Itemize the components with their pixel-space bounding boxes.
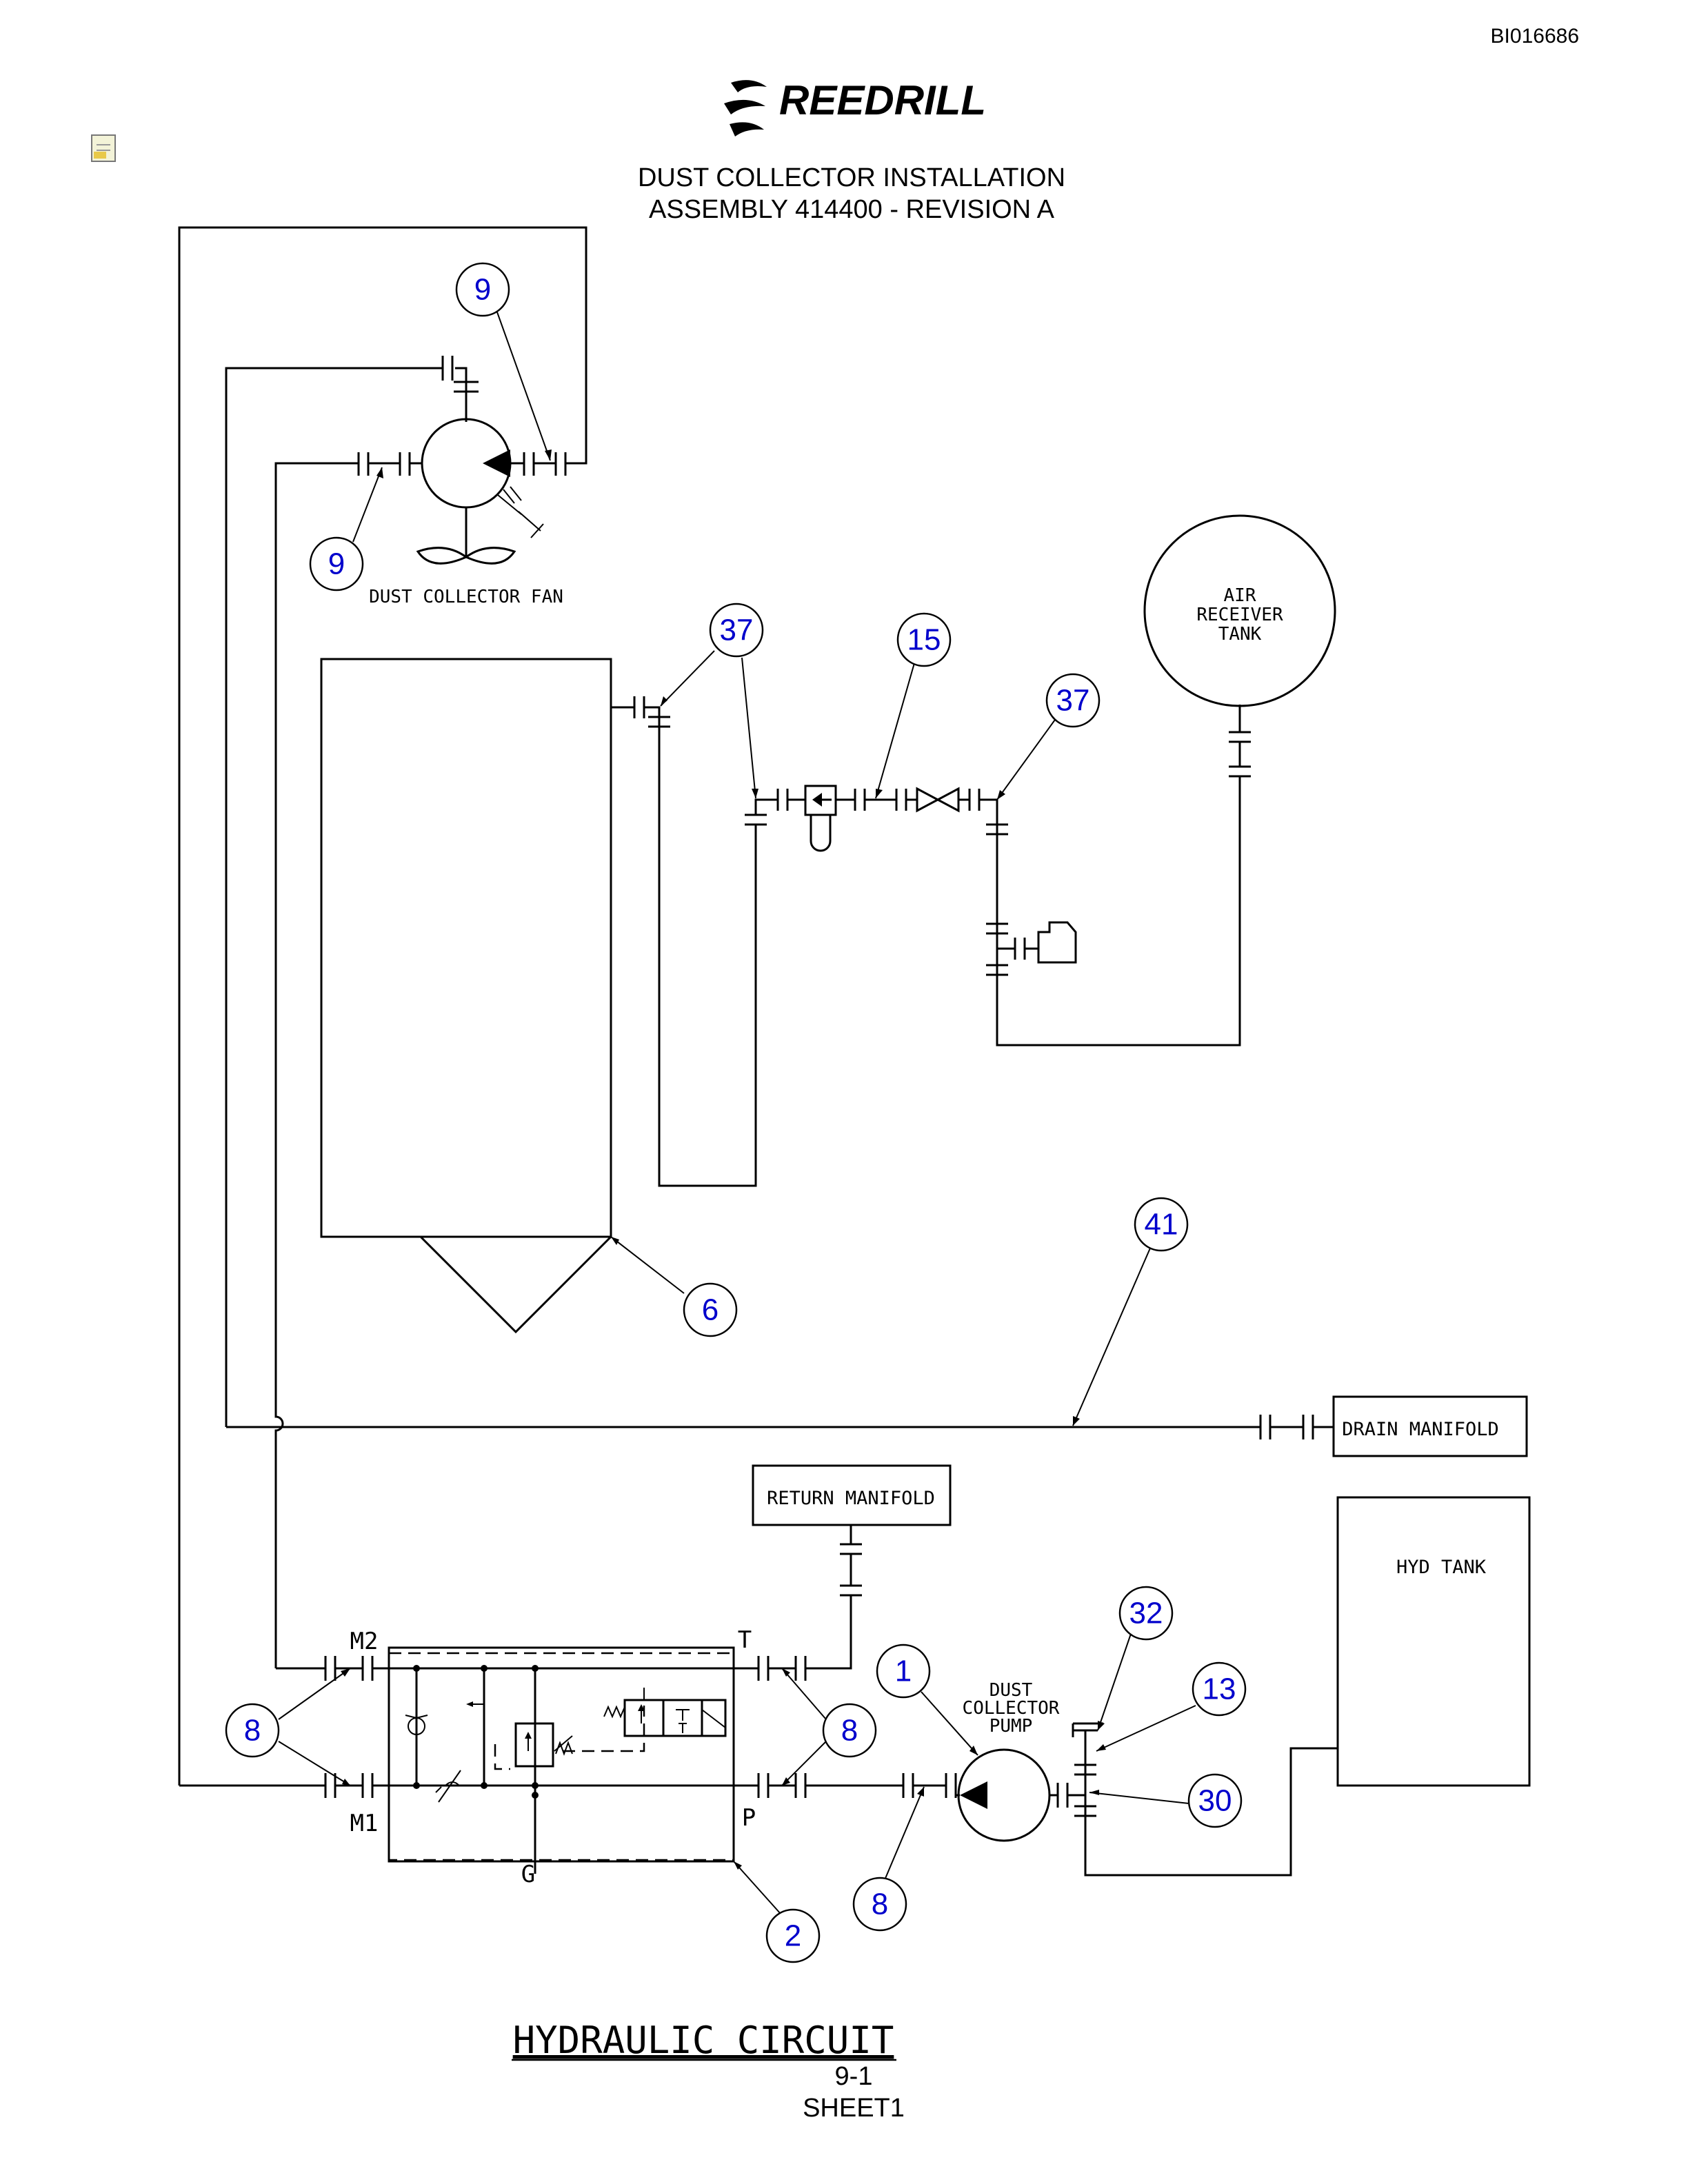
balloon-item-37-right: 37 bbox=[1045, 673, 1101, 728]
svg-text:41: 41 bbox=[1145, 1208, 1178, 1242]
drain-manifold-box bbox=[1332, 1395, 1528, 1457]
air-filter-symbol bbox=[804, 785, 837, 852]
label-air-line2: RECEIVER bbox=[1196, 605, 1283, 625]
balloon-item-8-left: 8 bbox=[225, 1703, 280, 1758]
document-icon bbox=[91, 134, 116, 162]
svg-text:30: 30 bbox=[1198, 1784, 1232, 1818]
label-dust-collector-fan: DUST COLLECTOR FAN bbox=[369, 587, 563, 607]
balloon-item-2: 2 bbox=[765, 1908, 821, 1963]
reedrill-logo-icon bbox=[724, 80, 767, 136]
valve-block bbox=[372, 1646, 735, 1874]
balloon-item-9-top: 9 bbox=[455, 262, 510, 317]
port-label-g: G bbox=[521, 1861, 535, 1888]
svg-text:9: 9 bbox=[328, 547, 345, 581]
brand-logo-text: REEDRILL bbox=[779, 77, 986, 123]
balloon-item-1: 1 bbox=[876, 1644, 931, 1699]
balloon-item-13: 13 bbox=[1192, 1661, 1247, 1717]
svg-text:8: 8 bbox=[244, 1714, 261, 1748]
balloon-item-9-left: 9 bbox=[309, 536, 364, 592]
label-air-line1: AIR bbox=[1224, 585, 1256, 606]
title-line-2: ASSEMBLY 414400 - REVISION A bbox=[649, 195, 1055, 224]
svg-text:8: 8 bbox=[841, 1714, 858, 1748]
port-label-p: P bbox=[742, 1804, 756, 1832]
port-label-t: T bbox=[738, 1626, 752, 1654]
balloon-item-30: 30 bbox=[1187, 1773, 1243, 1828]
leader-lines bbox=[278, 310, 1196, 1914]
svg-text:2: 2 bbox=[785, 1919, 801, 1953]
document-id: BI016686 bbox=[1491, 25, 1579, 48]
page-number: 9-1 bbox=[835, 2062, 873, 2091]
port-label-m1: M1 bbox=[350, 1810, 379, 1837]
balloon-item-37-left: 37 bbox=[709, 603, 764, 658]
label-pump-line1: DUST bbox=[989, 1680, 1033, 1701]
title-line-1: DUST COLLECTOR INSTALLATION bbox=[638, 163, 1065, 192]
balloon-item-8-p-line: 8 bbox=[852, 1877, 907, 1932]
balloon-item-32: 32 bbox=[1118, 1586, 1174, 1641]
label-return-manifold: RETURN MANIFOLD bbox=[767, 1488, 935, 1509]
svg-text:8: 8 bbox=[872, 1888, 888, 1921]
svg-text:37: 37 bbox=[1056, 684, 1090, 718]
svg-text:32: 32 bbox=[1129, 1597, 1163, 1630]
hose-fan-inlet bbox=[274, 462, 359, 1668]
hose-outer-loop bbox=[178, 226, 587, 1786]
dust-collector-pump-symbol bbox=[956, 1748, 1051, 1842]
label-hyd-tank: HYD TANK bbox=[1396, 1557, 1487, 1578]
label-pump-line3: PUMP bbox=[989, 1716, 1033, 1737]
svg-text:9: 9 bbox=[474, 273, 491, 307]
air-receiver-tank bbox=[1143, 514, 1336, 707]
label-air-line3: TANK bbox=[1218, 624, 1262, 645]
hose-fan-case-drain bbox=[225, 367, 443, 1427]
port-label-m2: M2 bbox=[350, 1628, 379, 1655]
balloon-item-8-right: 8 bbox=[822, 1703, 877, 1758]
balloon-item-15: 15 bbox=[896, 612, 952, 667]
balloon-item-6: 6 bbox=[683, 1282, 738, 1337]
label-drain-manifold: DRAIN MANIFOLD bbox=[1342, 1419, 1499, 1440]
svg-text:1: 1 bbox=[895, 1655, 912, 1688]
circuit-title: HYDRAULIC CIRCUIT bbox=[513, 2019, 894, 2062]
label-pump-line2: COLLECTOR bbox=[963, 1698, 1060, 1719]
balloon-item-41: 41 bbox=[1134, 1197, 1189, 1252]
hyd-tank-box bbox=[1336, 1496, 1531, 1787]
ball-valve-symbol bbox=[916, 787, 960, 813]
svg-text:37: 37 bbox=[720, 614, 754, 647]
dust-collector-body bbox=[320, 658, 612, 1334]
svg-text:6: 6 bbox=[702, 1293, 719, 1327]
fan-motor-symbol bbox=[416, 418, 567, 565]
svg-text:15: 15 bbox=[907, 623, 941, 657]
svg-text:13: 13 bbox=[1203, 1672, 1236, 1706]
pressure-switch-symbol bbox=[1037, 921, 1077, 964]
sheet-label: SHEET1 bbox=[803, 2094, 905, 2123]
